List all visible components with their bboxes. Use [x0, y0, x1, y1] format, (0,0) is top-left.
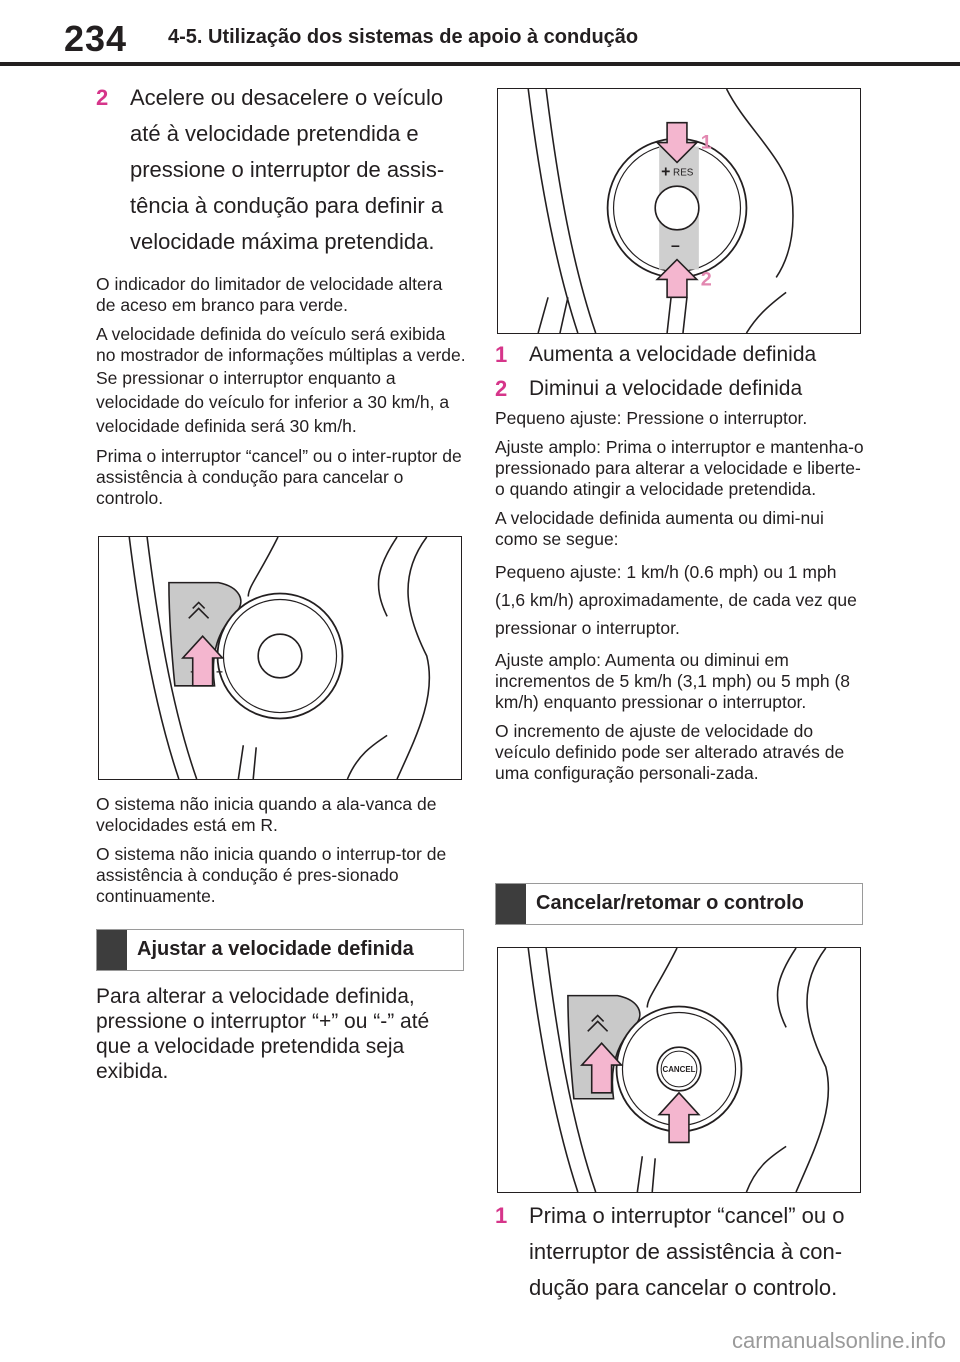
- section-title: Ajustar a velocidade definida: [137, 938, 414, 960]
- step-number: 2: [96, 85, 109, 110]
- callout-2: 2: [701, 268, 712, 290]
- right-column-top: 1 Aumenta a velocidade definida 2 Diminu…: [495, 338, 867, 792]
- continuous-press-note: O sistema não inicia quando o interrup-t…: [96, 844, 447, 906]
- left-column-top: 2 Acelere ou desacelere o veículo até à …: [96, 80, 466, 517]
- step-text: Acelere ou desacelere o veículo até à ve…: [130, 85, 445, 254]
- callout-1: 1: [701, 132, 712, 154]
- increase-arrow: [655, 121, 699, 164]
- assist-press-arrow: [580, 1042, 624, 1094]
- header-divider: [0, 62, 960, 66]
- left-column-bottom: Para alterar a velocidade definida, pres…: [96, 984, 466, 1084]
- figure-cancel-switch: CANCEL: [497, 947, 861, 1193]
- reverse-note: O sistema não inicia quando a ala-vanca …: [96, 794, 437, 835]
- custom-setting-paragraph: O incremento de ajuste de velocidade do …: [495, 721, 845, 783]
- item-number: 2: [495, 376, 508, 401]
- indicator-paragraph: O indicador do limitador de velocidade a…: [96, 274, 443, 315]
- item-text: Diminui a velocidade definida: [529, 377, 803, 400]
- item-2: 2 Diminui a velocidade definida: [495, 372, 867, 406]
- cancel-paragraph: Prima o interruptor “cancel” ou o inter-…: [96, 446, 462, 508]
- adjust-paragraph: Para alterar a velocidade definida, pres…: [96, 985, 430, 1083]
- item-1: 1 Aumenta a velocidade definida: [495, 338, 867, 372]
- cancel-label: CANCEL: [662, 1065, 695, 1074]
- left-column-notes: O sistema não inicia quando a ala-vanca …: [96, 794, 466, 915]
- watermark: carmanualsonline.info: [731, 1328, 946, 1353]
- display-paragraph: A velocidade definida do veículo será ex…: [96, 324, 466, 365]
- press-arrow: [181, 635, 225, 687]
- step-text: Prima o interruptor “cancel” ou o interr…: [529, 1203, 845, 1300]
- minus-label: –: [671, 238, 680, 255]
- section-bar: [496, 884, 526, 924]
- section-heading-cancel: Cancelar/retomar o controlo: [495, 883, 863, 925]
- page-number: 234: [64, 18, 128, 59]
- plus-label: +: [661, 163, 670, 180]
- section-bar: [97, 930, 127, 970]
- figure-assist-switch: [98, 536, 462, 780]
- res-label: RES: [673, 167, 694, 178]
- increase-decrease-paragraph: A velocidade definida aumenta ou dimi-nu…: [495, 508, 824, 549]
- item-number: 1: [495, 342, 508, 367]
- low-speed-paragraph: Se pressionar o interruptor enquanto a v…: [96, 368, 450, 436]
- decrease-arrow: [655, 258, 699, 299]
- step-2: 2 Acelere ou desacelere o veículo até à …: [96, 80, 466, 260]
- steering-wheel-illustration: [128, 537, 431, 779]
- section-heading-adjust: Ajustar a velocidade definida: [96, 929, 464, 971]
- chapter-title: 4-5. Utilização dos sistemas de apoio à …: [168, 26, 639, 48]
- page-header: 234 4-5. Utilização dos sistemas de apoi…: [0, 0, 960, 70]
- item-text: Aumenta a velocidade definida: [529, 343, 817, 366]
- section-title: Cancelar/retomar o controlo: [536, 892, 804, 914]
- small-increment-paragraph: Pequeno ajuste: 1 km/h (0.6 mph) ou 1 mp…: [495, 562, 857, 638]
- step-number: 1: [495, 1203, 508, 1228]
- figure-res-switch: + RES – 1 2: [497, 88, 861, 334]
- cancel-press-arrow: [657, 1091, 701, 1144]
- small-adjust-paragraph: Pequeno ajuste: Pressione o interruptor.: [495, 408, 808, 428]
- large-adjust-paragraph: Ajuste amplo: Prima o interruptor e mant…: [495, 437, 864, 499]
- large-increment-paragraph: Ajuste amplo: Aumenta ou diminui em incr…: [495, 650, 851, 712]
- cancel-step-1: 1 Prima o interruptor “cancel” ou o inte…: [495, 1198, 867, 1306]
- right-column-bottom: 1 Prima o interruptor “cancel” ou o inte…: [495, 1198, 867, 1306]
